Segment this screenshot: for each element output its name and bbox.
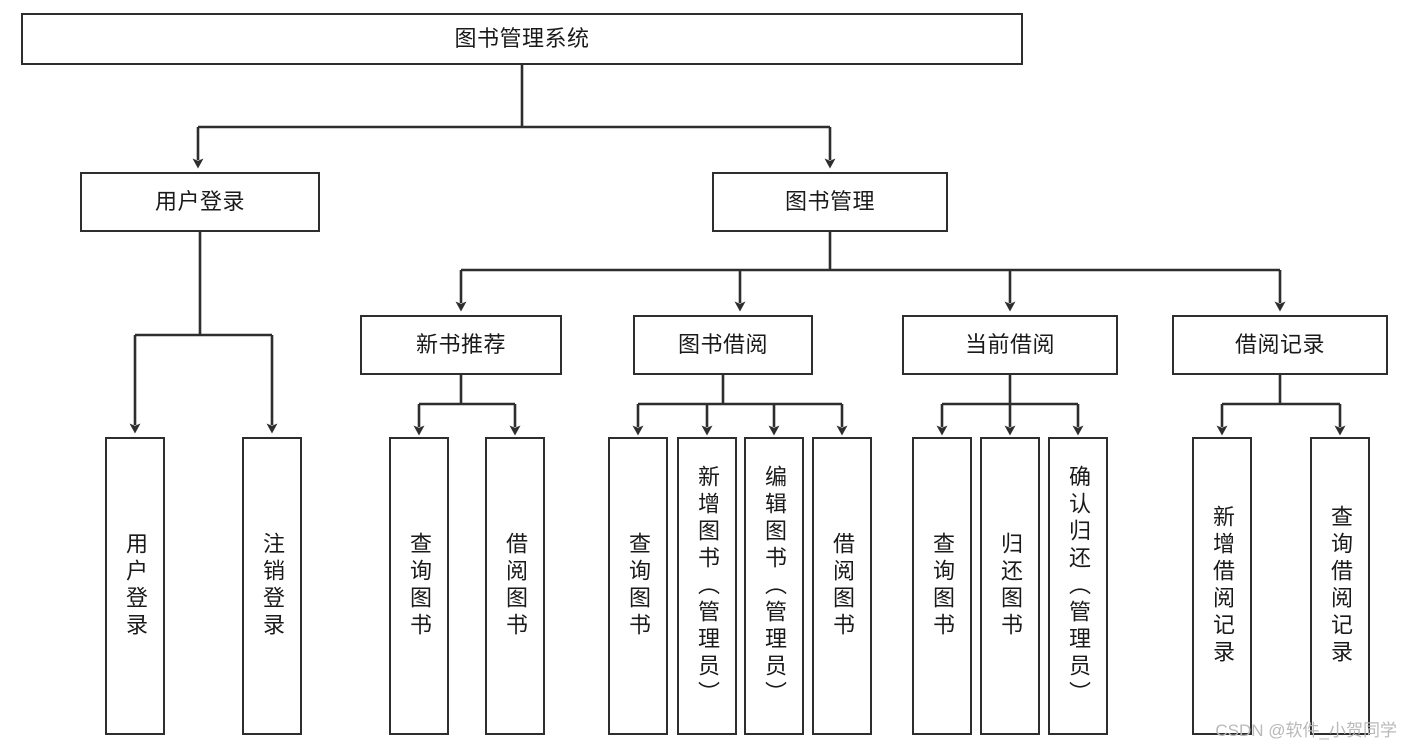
leaf-current-return-book-label: 归还图书 <box>998 532 1023 640</box>
node-root-label: 图书管理系统 <box>454 26 590 52</box>
leaf-user-login[interactable]: 用户登录 <box>105 437 165 735</box>
leaf-current-query-book[interactable]: 查询图书 <box>912 437 972 735</box>
node-book-management-label: 图书管理 <box>784 189 875 215</box>
leaf-user-logout-label: 注销登录 <box>260 532 285 640</box>
leaf-user-login-label: 用户登录 <box>123 532 148 640</box>
leaf-recommend-query-book-label: 查询图书 <box>407 532 432 640</box>
leaf-record-add[interactable]: 新增借阅记录 <box>1192 437 1252 735</box>
node-root[interactable]: 图书管理系统 <box>21 13 1023 65</box>
leaf-recommend-query-book[interactable]: 查询图书 <box>389 437 449 735</box>
watermark: CSDN @软件_小贺同学 <box>1215 721 1397 740</box>
node-user-login[interactable]: 用户登录 <box>80 172 320 232</box>
leaf-recommend-borrow-book[interactable]: 借阅图书 <box>485 437 545 735</box>
leaf-current-return-book[interactable]: 归还图书 <box>980 437 1040 735</box>
leaf-record-add-label: 新增借阅记录 <box>1210 505 1235 667</box>
node-book-borrow[interactable]: 图书借阅 <box>633 315 813 375</box>
leaf-borrow-borrow-book-label: 借阅图书 <box>830 532 855 640</box>
node-user-login-label: 用户登录 <box>154 189 245 215</box>
leaf-borrow-edit-book-label: 编辑图书（管理员） <box>762 464 787 708</box>
leaf-borrow-add-book-label: 新增图书（管理员） <box>695 464 720 708</box>
node-borrow-record[interactable]: 借阅记录 <box>1172 315 1388 375</box>
node-new-book-recommend[interactable]: 新书推荐 <box>360 315 562 375</box>
leaf-borrow-query-book[interactable]: 查询图书 <box>608 437 668 735</box>
node-current-borrow[interactable]: 当前借阅 <box>902 315 1118 375</box>
node-book-management[interactable]: 图书管理 <box>712 172 948 232</box>
node-current-borrow-label: 当前借阅 <box>964 332 1055 358</box>
leaf-borrow-query-book-label: 查询图书 <box>626 532 651 640</box>
leaf-current-confirm-return[interactable]: 确认归还（管理员） <box>1048 437 1108 735</box>
leaf-current-confirm-return-label: 确认归还（管理员） <box>1066 464 1091 708</box>
node-book-borrow-label: 图书借阅 <box>677 332 768 358</box>
leaf-borrow-borrow-book[interactable]: 借阅图书 <box>812 437 872 735</box>
leaf-user-logout[interactable]: 注销登录 <box>242 437 302 735</box>
node-borrow-record-label: 借阅记录 <box>1234 332 1325 358</box>
leaf-record-query[interactable]: 查询借阅记录 <box>1310 437 1370 735</box>
leaf-current-query-book-label: 查询图书 <box>930 532 955 640</box>
leaf-borrow-edit-book[interactable]: 编辑图书（管理员） <box>744 437 804 735</box>
node-new-book-recommend-label: 新书推荐 <box>415 332 506 358</box>
leaf-borrow-add-book[interactable]: 新增图书（管理员） <box>677 437 737 735</box>
leaf-record-query-label: 查询借阅记录 <box>1328 505 1353 667</box>
leaf-recommend-borrow-book-label: 借阅图书 <box>503 532 528 640</box>
